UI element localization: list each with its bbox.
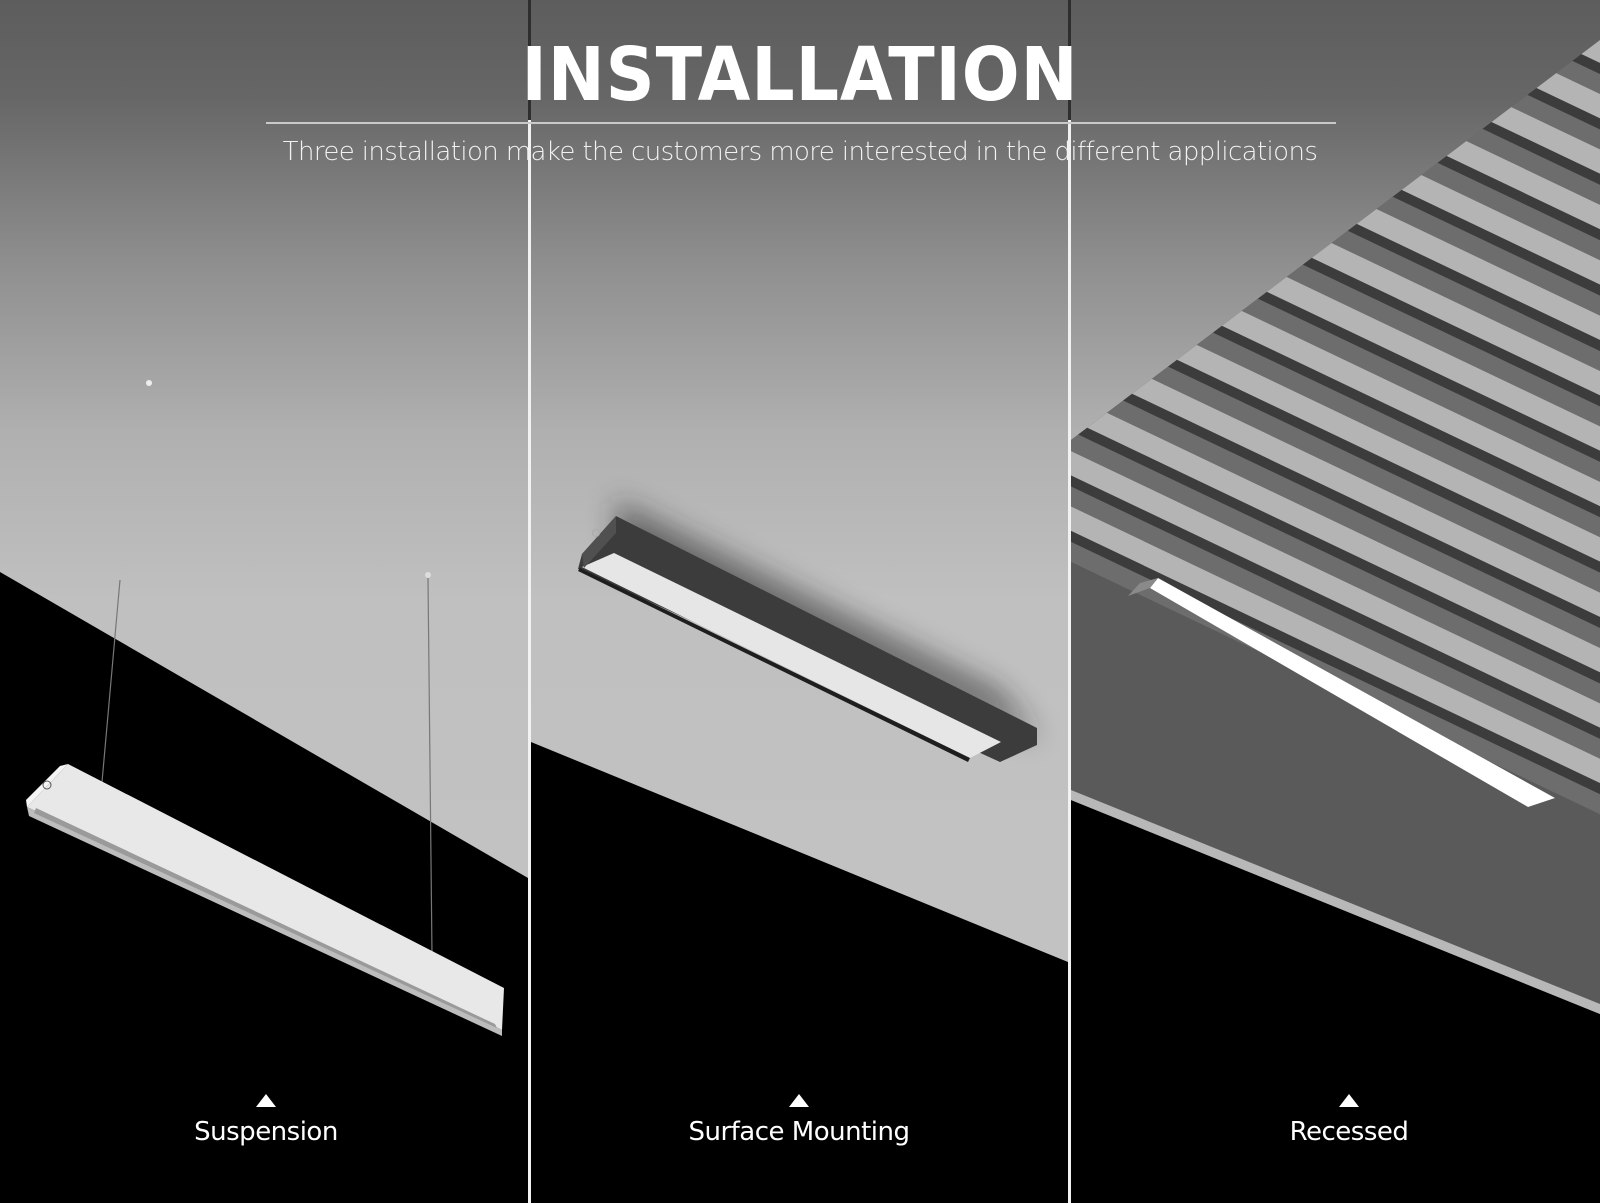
surface-light-fixture [578, 516, 1037, 762]
ceiling-anchor-icon [146, 380, 152, 386]
triangle-up-icon [789, 1094, 809, 1107]
label-surface-mounting: Surface Mounting [664, 1094, 934, 1149]
recessed-light-strip [1150, 578, 1555, 807]
panel-divider [1068, 120, 1071, 1203]
label-recessed: Recessed [1249, 1094, 1449, 1149]
panel-suspension-scene [0, 0, 528, 1203]
triangle-up-icon [256, 1094, 276, 1107]
label-surface-mounting-text: Surface Mounting [688, 1117, 910, 1147]
triangle-up-icon [1339, 1094, 1359, 1107]
panel-divider [528, 120, 531, 1203]
suspension-light-fixture [26, 764, 504, 1036]
ceiling-anchor-icon [425, 572, 431, 578]
label-suspension: Suspension [166, 1094, 366, 1149]
label-suspension-text: Suspension [194, 1117, 338, 1147]
panel-divider [1068, 0, 1071, 120]
panel-divider [528, 0, 531, 120]
label-recessed-text: Recessed [1289, 1117, 1409, 1147]
panel-recessed-scene [1071, 0, 1600, 1203]
panel-surface-scene [531, 0, 1068, 1203]
